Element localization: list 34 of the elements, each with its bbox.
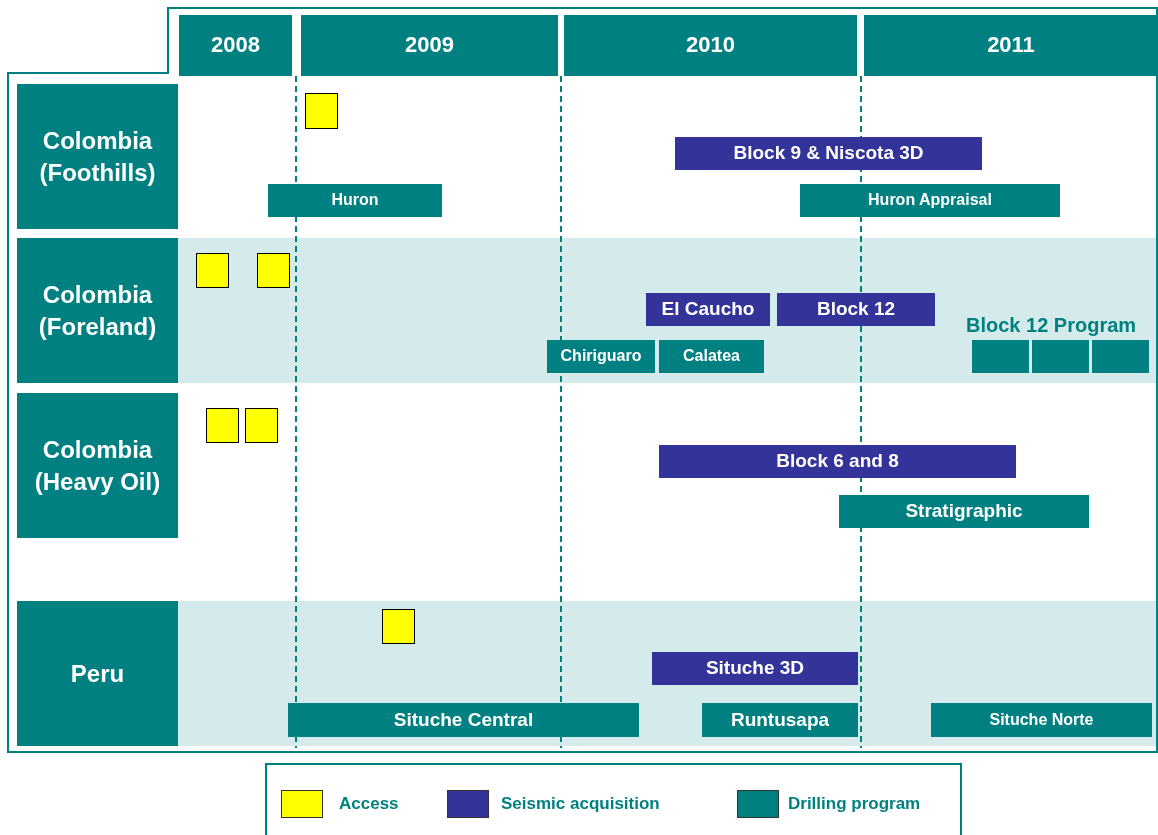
seismic-bar: Block 9 & Niscota 3D <box>675 137 982 170</box>
row-header: Colombia (Foothills) <box>17 84 178 229</box>
seismic-bar: El Caucho <box>646 293 770 326</box>
drilling-bar: Stratigraphic <box>839 495 1089 528</box>
year-header: 2009 <box>301 15 558 76</box>
seismic-bar: Situche 3D <box>652 652 858 685</box>
drilling-bar: Situche Norte <box>931 703 1152 737</box>
seismic-bar: Block 12 <box>777 293 935 326</box>
drilling-bar: Huron <box>268 184 442 217</box>
drilling-bar <box>972 340 1029 373</box>
drilling-bar: Situche Central <box>288 703 639 737</box>
row-header: Colombia (Foreland) <box>17 238 178 383</box>
drilling-bar <box>1032 340 1089 373</box>
legend-label: Seismic acquisition <box>501 794 660 814</box>
access-square <box>245 408 278 443</box>
access-square <box>206 408 239 443</box>
year-header: 2008 <box>179 15 292 76</box>
legend-label: Access <box>339 794 399 814</box>
year-header: 2011 <box>864 15 1158 76</box>
drilling-bar <box>1092 340 1149 373</box>
row-header: Colombia (Heavy Oil) <box>17 393 178 538</box>
access-square <box>382 609 415 644</box>
row-header: Peru <box>17 601 178 746</box>
year-header: 2010 <box>564 15 857 76</box>
drilling-bar: Runtusapa <box>702 703 858 737</box>
access-square <box>196 253 229 288</box>
group-label: Block 12 Program <box>966 314 1137 337</box>
access-square <box>305 93 338 129</box>
drilling-bar: Chiriguaro <box>547 340 655 373</box>
access-square <box>257 253 290 288</box>
legend-label: Drilling program <box>788 794 921 814</box>
seismic-bar: Block 6 and 8 <box>659 445 1016 478</box>
drilling-bar: Calatea <box>659 340 764 373</box>
drilling-bar: Huron Appraisal <box>800 184 1060 217</box>
